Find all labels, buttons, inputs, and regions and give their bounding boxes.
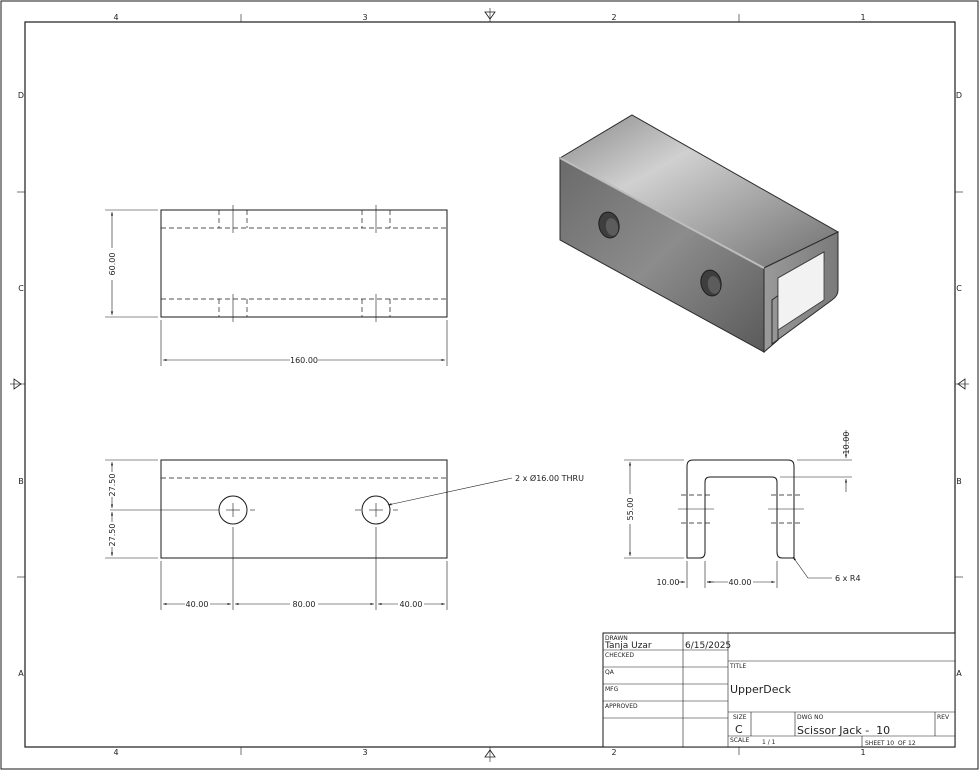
front-left-dim: 40.00 bbox=[186, 600, 209, 609]
top-length-dim: 160.00 bbox=[290, 356, 318, 365]
zone-right-d: D bbox=[956, 91, 962, 100]
rev-label: REV bbox=[937, 714, 950, 721]
zone-top-1: 1 bbox=[860, 13, 865, 22]
front-upper-dim: 27.50 bbox=[108, 474, 117, 497]
scale-value: 1 / 1 bbox=[762, 739, 776, 746]
isometric-view bbox=[558, 114, 840, 354]
dwg-no-label: DWG NO bbox=[797, 714, 824, 721]
front-right-dim: 40.00 bbox=[400, 600, 423, 609]
centering-mark-bottom bbox=[484, 747, 496, 762]
side-wall-dim: 10.00 bbox=[657, 578, 680, 587]
zone-left-a: A bbox=[18, 669, 24, 678]
side-view: 55.00 10.00 10.00 40.00 6 x R4 bbox=[624, 430, 861, 588]
size-value: C bbox=[735, 723, 743, 736]
top-height-dim: 60.00 bbox=[108, 253, 117, 276]
zone-left-c: C bbox=[18, 284, 24, 293]
zone-top-4: 4 bbox=[113, 13, 118, 22]
front-middle-dim: 80.00 bbox=[293, 600, 316, 609]
size-label: SIZE bbox=[733, 714, 747, 721]
side-thickness-dim: 10.00 bbox=[842, 432, 851, 455]
drawn-by: Tanja Uzar bbox=[604, 641, 652, 651]
front-lower-dim: 27.50 bbox=[108, 524, 117, 547]
centering-mark-top bbox=[484, 8, 496, 22]
zone-left-d: D bbox=[18, 91, 24, 100]
zone-bottom-2: 2 bbox=[611, 748, 616, 757]
checked-label: CHECKED bbox=[605, 652, 634, 659]
zone-top-3: 3 bbox=[362, 13, 367, 22]
hole-note: 2 x Ø16.00 THRU bbox=[515, 473, 584, 483]
mfg-label: MFG bbox=[605, 686, 619, 693]
zone-bottom-3: 3 bbox=[362, 748, 367, 757]
scale-label: SCALE bbox=[730, 737, 749, 744]
zone-bottom-1: 1 bbox=[860, 748, 865, 757]
zone-top-2: 2 bbox=[611, 13, 616, 22]
drawn-label: DRAWN bbox=[605, 635, 628, 642]
drawing-title: UpperDeck bbox=[730, 683, 792, 696]
front-view: 27.50 27.50 40.00 80.00 40.00 2 x Ø16.00… bbox=[105, 459, 584, 610]
qa-label: QA bbox=[605, 669, 615, 676]
hole-right bbox=[361, 495, 391, 525]
side-height-dim: 55.00 bbox=[626, 498, 635, 521]
title-label: TITLE bbox=[729, 663, 746, 670]
zone-right-a: A bbox=[956, 669, 962, 678]
title-block: DRAWN Tanja Uzar 6/15/2025 CHECKED QA MF… bbox=[602, 632, 956, 748]
zone-right-c: C bbox=[956, 284, 962, 293]
drawn-date: 6/15/2025 bbox=[685, 641, 731, 651]
radius-note: 6 x R4 bbox=[835, 574, 861, 583]
side-gap-dim: 40.00 bbox=[729, 578, 752, 587]
centering-mark-right bbox=[955, 378, 969, 390]
sheet-number: SHEET 10 OF 12 bbox=[865, 740, 916, 747]
zone-right-b: B bbox=[956, 477, 962, 486]
zone-left-b: B bbox=[18, 477, 24, 486]
dwg-no-value: Scissor Jack - 10 bbox=[797, 724, 890, 737]
zone-bottom-4: 4 bbox=[113, 748, 118, 757]
top-view: 60.00 160.00 bbox=[105, 205, 448, 366]
approved-label: APPROVED bbox=[605, 703, 638, 710]
centering-mark-left bbox=[10, 378, 25, 390]
